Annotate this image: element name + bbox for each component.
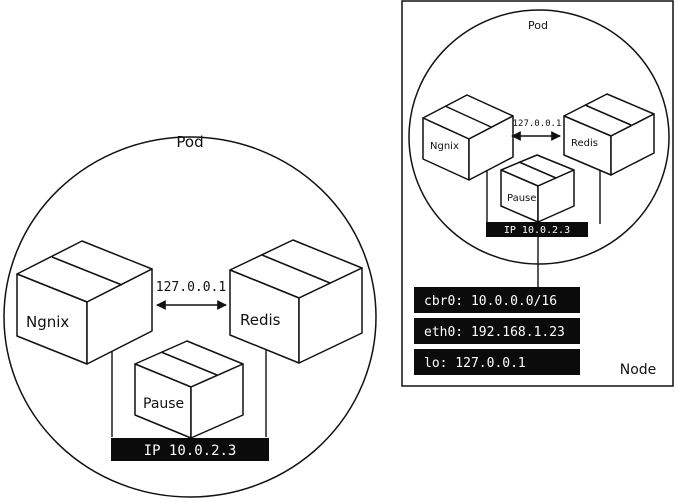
node-ip-bar: [486, 222, 588, 237]
lo-interface-bar: [414, 349, 580, 375]
node-nginx-box: Ngnix: [422, 94, 514, 181]
left-pod-label: Pod: [176, 133, 203, 151]
left-ip-label: IP 10.0.2.3: [144, 443, 237, 459]
node-pod-label: Pod: [528, 19, 548, 32]
left-loopback-label: 127.0.0.1: [156, 280, 226, 295]
node-loopback-label: 127.0.0.1: [513, 119, 562, 129]
node-redis-box: Redis: [563, 93, 655, 176]
left-redis-label: Redis: [240, 311, 281, 329]
eth0-interface-bar: [414, 318, 580, 344]
node-label: Node: [620, 362, 657, 378]
left-pause-label: Pause: [143, 396, 184, 412]
node-pause-label: Pause: [507, 193, 536, 204]
left-nginx-label: Ngnix: [26, 313, 69, 331]
cbr0-interface-bar: [414, 287, 580, 313]
left-ip-bar: [111, 438, 269, 461]
node-nginx-label: Ngnix: [430, 141, 459, 152]
node-redis-label: Redis: [571, 138, 598, 149]
eth0-interface-label: eth0: 192.168.1.23: [424, 325, 565, 340]
left-redis-box: Redis: [229, 239, 363, 364]
node: Node Pod Ngnix Redis: [401, 0, 674, 387]
node-pause-box: Pause: [500, 154, 575, 223]
node-ip-label: IP 10.0.2.3: [504, 225, 570, 236]
left-nginx-box: Ngnix: [16, 240, 153, 365]
left-pod-circle: [3, 136, 377, 498]
left-pod: Pod Ngnix Redis Pause: [3, 133, 377, 498]
left-pause-box: Pause: [134, 340, 244, 439]
cbr0-interface-label: cbr0: 10.0.0.0/16: [424, 294, 557, 309]
lo-interface-label: lo: 127.0.0.1: [424, 356, 526, 371]
